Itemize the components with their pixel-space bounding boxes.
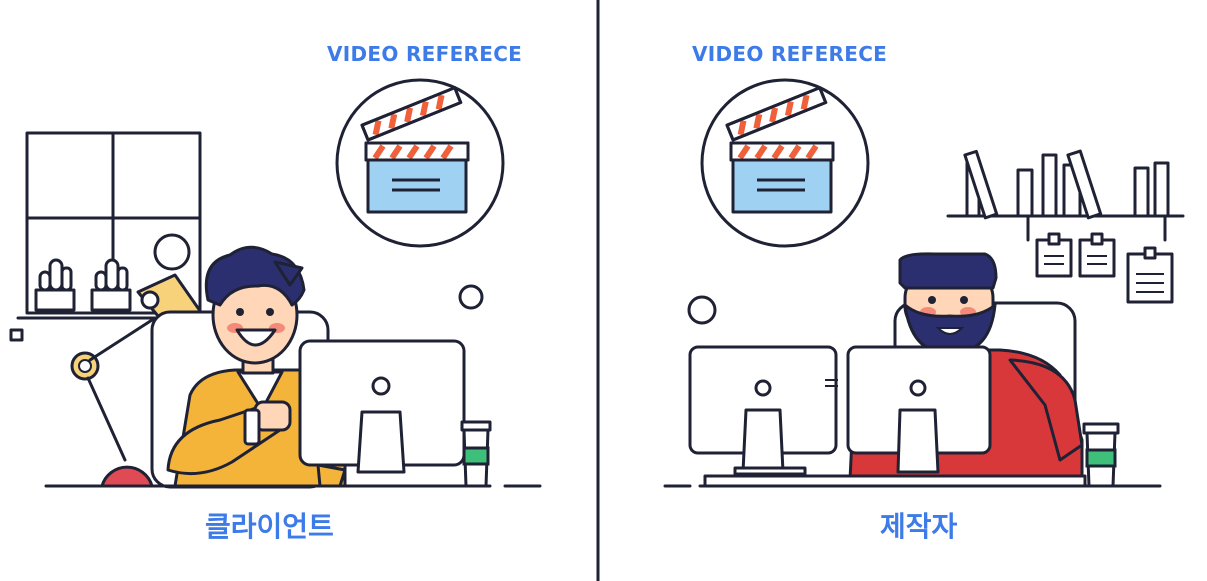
bubble-large [153,233,191,271]
client-monitor [298,339,466,488]
cactus-pot-1 [34,258,76,312]
creator-monitor-right [825,345,992,474]
coffee-cup [460,420,492,488]
clapperboard-icon [335,78,505,248]
cactus-pot-2 [90,258,132,312]
small-square-decor [9,328,24,342]
creator-caption: 제작자 [880,510,958,543]
right-heading: VIDEO REFERECE [692,42,888,66]
bookshelf [946,149,1185,242]
client-caption: 클라이언트 [205,510,334,543]
creator-monitor-left [688,345,838,476]
creator-scene [663,78,1185,488]
bubble-small [458,284,484,310]
left-heading: VIDEO REFERECE [327,42,523,66]
coffee-cup-2 [1082,422,1120,488]
client-scene [9,78,542,489]
clapperboard-icon-2 [700,78,870,248]
pinned-notes [1035,232,1174,304]
bubble-right [687,295,717,325]
